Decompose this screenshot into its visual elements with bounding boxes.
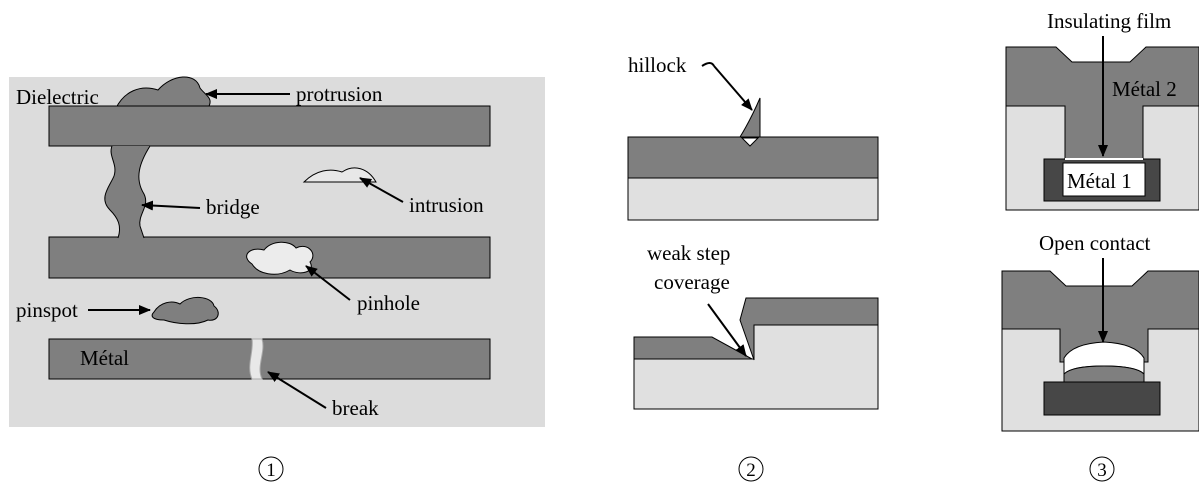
pinspot-label: pinspot	[16, 298, 78, 322]
weak-step-label-line1: weak step	[647, 241, 730, 265]
metal2-label: Métal 2	[1112, 77, 1177, 101]
panel-2-number: 2	[746, 460, 756, 481]
panel-1-metal-defects: Dielectric protrusion bridge intrusion p…	[9, 76, 545, 482]
open-contact-label: Open contact	[1039, 231, 1151, 255]
break-defect	[249, 338, 264, 380]
hillock-arrow-curl	[701, 62, 715, 67]
hillock-label: hillock	[628, 53, 687, 77]
contact-metal1-stub	[1063, 365, 1145, 383]
bridge-arrow	[141, 200, 201, 211]
intrusion-label: intrusion	[409, 193, 484, 217]
hillock-metal-layer	[627, 136, 879, 179]
panel-3-number-circle	[1089, 456, 1115, 482]
pinhole-label: pinhole	[357, 291, 420, 315]
protrusion-defect	[115, 76, 211, 109]
intrusion-arrow	[359, 177, 404, 203]
bridge-outline-right	[138, 145, 151, 239]
dielectric-label: Dielectric	[16, 85, 99, 109]
metal-line-1	[48, 105, 491, 147]
panel-3-number: 3	[1097, 460, 1107, 481]
panel-1-number-circle	[258, 456, 284, 482]
weak-step-arrow	[707, 303, 747, 357]
step-metal-upper	[739, 297, 879, 361]
panel-2-hillock-step: hillock weak step coverage 2	[627, 53, 879, 482]
intrusion-defect	[302, 167, 377, 183]
pinspot-defect	[151, 297, 219, 325]
hillock-substrate	[627, 177, 879, 221]
contact-metal1-dark	[1043, 381, 1161, 416]
pinhole-arrow	[305, 265, 351, 301]
bridge-defect	[104, 146, 150, 238]
contact-metal2	[1001, 270, 1199, 363]
panel-3-contact-defects: Insulating film Métal 2 Métal 1 Open con…	[1001, 9, 1199, 482]
step-metal-layer	[633, 336, 753, 360]
bridge-label: bridge	[206, 195, 260, 219]
film-metal1-light	[1062, 162, 1146, 197]
bridge-outline-left	[104, 145, 121, 239]
metal1-label: Métal 1	[1067, 169, 1132, 193]
break-arrow	[267, 371, 327, 409]
hillock-arrow	[713, 65, 753, 111]
insulating-film-label: Insulating film	[1047, 9, 1171, 33]
weak-step-label-line2: coverage	[654, 270, 730, 294]
metal-label: Métal	[80, 346, 129, 370]
protrusion-label: protrusion	[296, 82, 383, 106]
hillock-defect	[739, 97, 761, 138]
hillock-cavity	[740, 137, 760, 147]
break-label: break	[332, 396, 379, 420]
panel-2-number-circle	[738, 456, 764, 482]
panel-1-number: 1	[266, 460, 276, 481]
pinhole-defect	[246, 241, 314, 275]
